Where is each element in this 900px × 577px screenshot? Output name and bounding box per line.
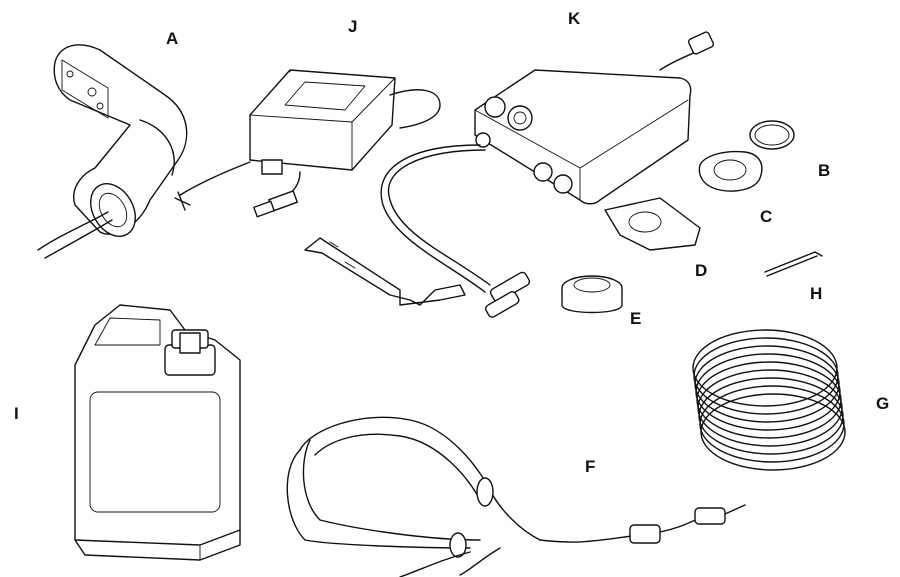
label-f: F [585,457,596,476]
part-a-spout [37,44,188,259]
label-c: C [760,207,773,226]
label-j: J [348,17,358,36]
part-j-power-adapter [174,69,441,218]
part-f-hose-assembly [286,416,746,577]
label-k: K [568,9,581,28]
part-h-hex-key [764,251,823,277]
part-e-nut [561,275,623,314]
part-k-control-unit [474,31,715,205]
label-e: E [630,309,642,328]
part-d-plate [604,197,701,251]
part-g-tubing-coil [692,329,846,471]
label-a: A [166,29,179,48]
label-h: H [810,284,823,303]
part-bracket [304,237,466,306]
label-i: I [14,404,19,423]
part-i-canister [74,304,241,561]
label-g: G [876,394,890,413]
label-d: D [695,261,708,280]
label-b: B [818,161,831,180]
part-b-ring [749,120,795,150]
cable-loop [380,144,531,318]
part-c-gasket [698,150,763,192]
